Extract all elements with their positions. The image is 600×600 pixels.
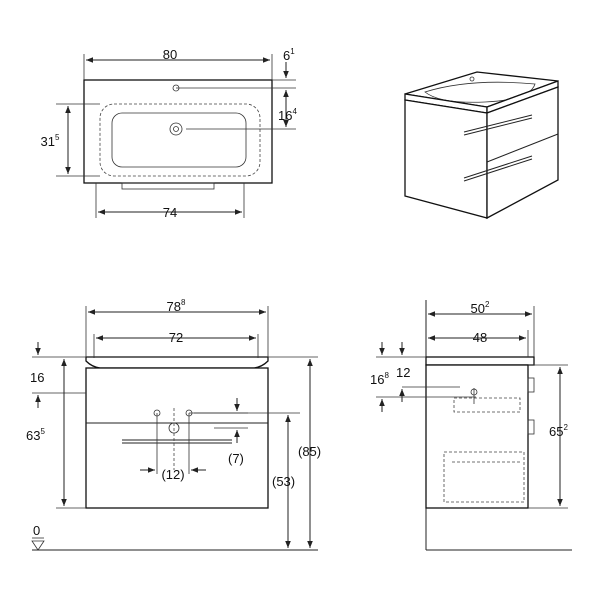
dim-top-width: 80 [163,47,177,62]
front-lip [121,182,215,190]
drawer-handle-bottom [463,155,533,179]
dim-front-drain-height: (53) [272,474,295,489]
dim-basin-depth: 315 [41,133,60,149]
dim-bowl-width: 74 [163,205,177,220]
front-view: 788 72 16 635 (12) (7) [26,298,321,551]
dim-front-drain-depth: (7) [228,451,244,466]
perspective-view [404,71,559,220]
dim-front-inner-width: 72 [169,330,183,345]
drain-icon [169,122,183,136]
cabinet-front [486,86,559,220]
top-view: 80 61 164 315 74 [41,47,298,220]
dim-tap-depth: 61 [283,47,295,63]
bowl-outline [111,112,247,168]
side-view: 502 48 12 168 652 [370,300,572,551]
dim-drain-offset: 164 [278,107,297,123]
dim-front-cabinet-height: 635 [26,427,45,443]
dim-side-inner-depth: 48 [473,330,487,345]
dim-front-top-thickness: 16 [30,370,44,385]
front-basin-top [85,356,269,369]
dim-front-overall-width: 788 [167,298,186,314]
floor-level-icon [31,540,45,551]
dim-side-drain-offset: 168 [370,371,389,387]
dim-side-rim: 12 [396,365,410,380]
dim-side-cabinet-height: 652 [549,423,568,439]
side-cabinet [425,364,529,509]
side-basin-top [425,356,535,366]
dim-front-drain-spacing: (12) [161,467,184,482]
dim-floor-level: 0 [33,523,40,538]
drawer-handle-top [463,114,533,133]
front-cabinet [85,367,269,509]
basin-outline [99,103,261,177]
dim-side-overall-depth: 502 [471,300,490,316]
dim-front-overall-height: (85) [298,444,321,459]
